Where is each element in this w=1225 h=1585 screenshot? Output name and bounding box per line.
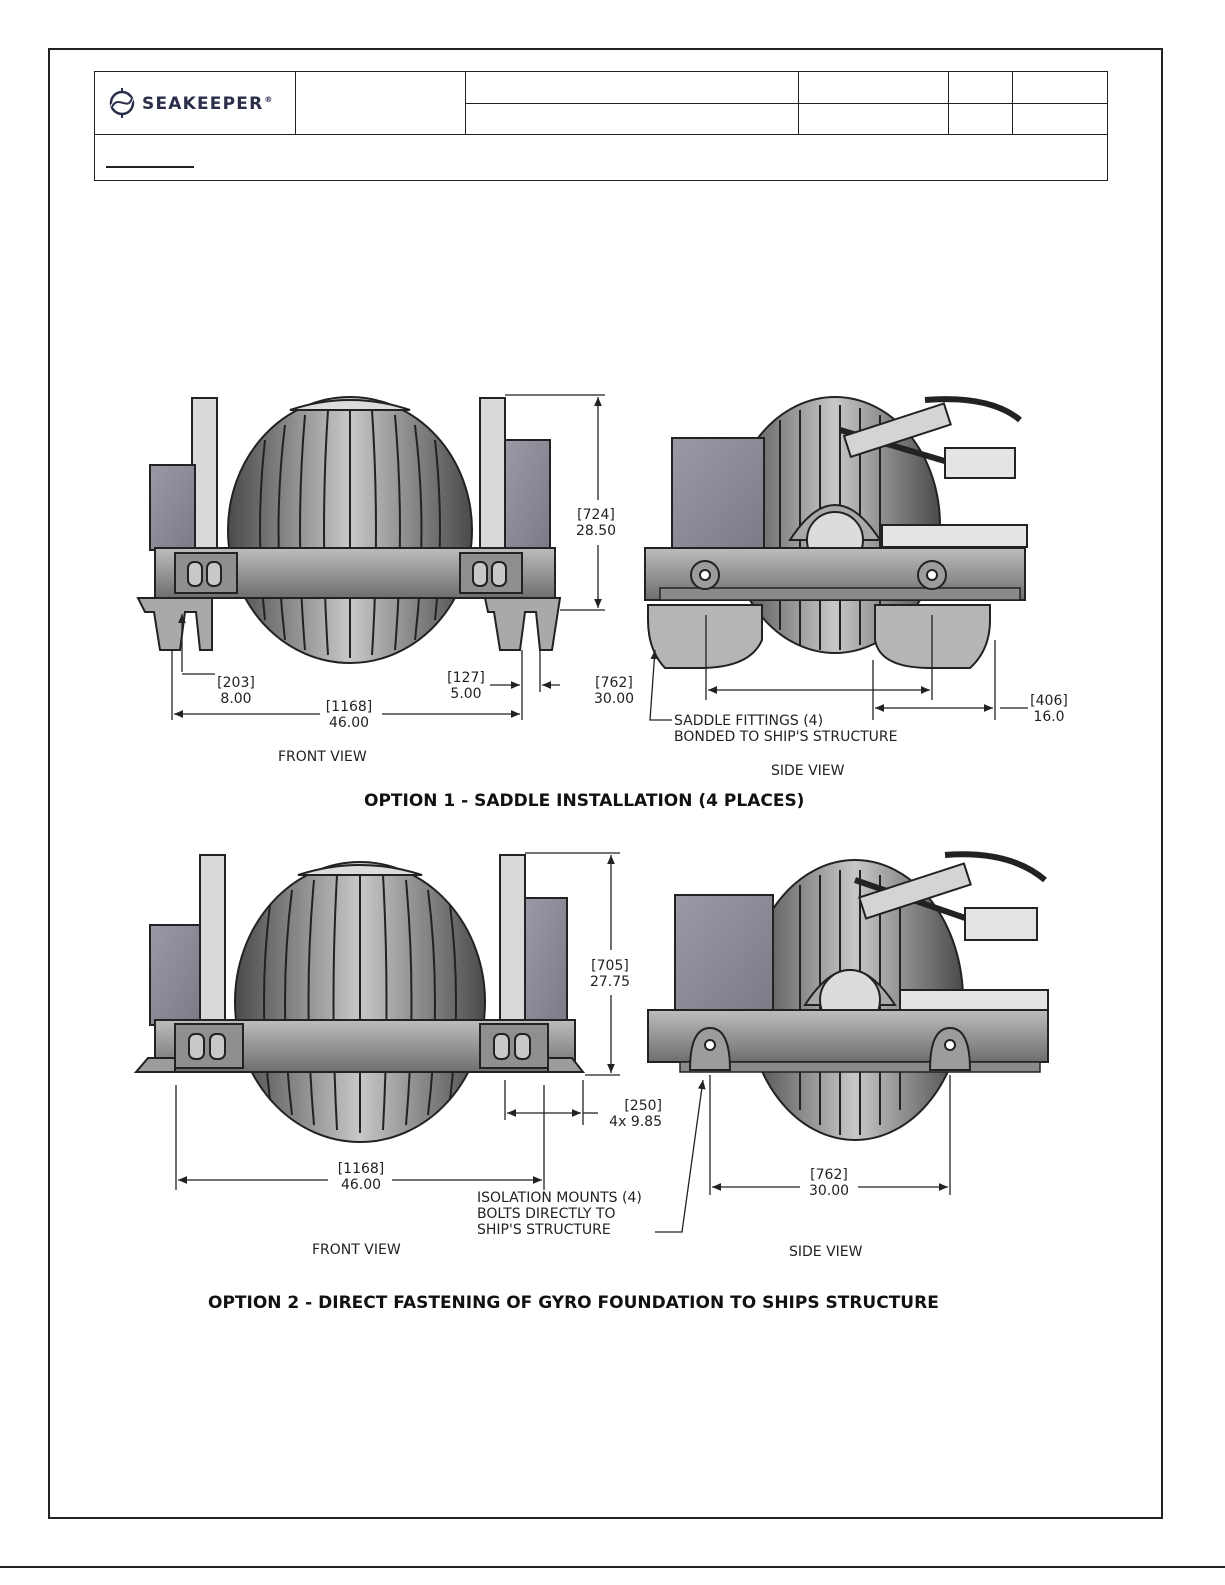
option2-note: ISOLATION MOUNTS (4) BOLTS DIRECTLY TO S… [477,1190,642,1238]
seakeeper-logo-icon [109,88,135,118]
option1-front-view-drawing [136,396,562,664]
option1-width-dimension: [1168] 46.00 [318,699,380,731]
option1-dimension-lines [171,394,1028,721]
option1-saddle-span-in: 30.00 [593,691,635,707]
option2-span-dimension: [762] 30.00 [800,1167,858,1199]
option1-foot-in: 8.00 [220,691,252,707]
option1-side-view-label: SIDE VIEW [771,763,845,779]
option2-note-line1: ISOLATION MOUNTS (4) [477,1190,642,1206]
option1-flange-dimension: [127] 5.00 [440,670,492,702]
option1-note: SADDLE FITTINGS (4) BONDED TO SHIP'S STR… [674,713,897,745]
option1-flange-mm: [127] [447,670,485,686]
option1-foot-dimension: [203] 8.00 [210,675,262,707]
option1-heading: OPTION 1 - SADDLE INSTALLATION (4 PLACES… [364,791,805,811]
option1-height-dimension: [724] 28.50 [568,507,624,539]
option2-heading: OPTION 2 - DIRECT FASTENING OF GYRO FOUN… [208,1293,939,1313]
option2-note-line3: SHIP'S STRUCTURE [477,1222,611,1238]
option1-height-mm: [724] [577,507,615,523]
option1-side-view-drawing [644,396,1028,669]
option2-height-dimension: [705] 27.75 [582,958,638,990]
title-block-cell-4b [798,103,949,135]
title-block-underline [106,166,194,168]
option1-saddle-span-dimension: [762] 30.00 [586,675,642,707]
option2-front-view-drawing [133,854,586,1143]
option1-saddle-length-dimension: [406] 16.0 [1023,693,1075,725]
option1-saddle-length-in: 16.0 [1033,709,1065,725]
option2-mount-in: 4x 9.85 [609,1114,662,1130]
option2-width-in: 46.00 [340,1177,382,1193]
option1-saddle-span-mm: [762] [595,675,633,691]
option2-side-view-label: SIDE VIEW [789,1244,863,1260]
option2-span-mm: [762] [810,1167,848,1183]
option1-foot-mm: [203] [217,675,255,691]
option2-span-in: 30.00 [808,1183,850,1199]
option1-height-in: 28.50 [575,523,617,539]
title-block-cell-5a [948,71,1013,104]
option1-width-mm: [1168] [325,699,373,715]
option2-mount-dimension: [250] 4x 9.85 [598,1098,662,1130]
option1-flange-in: 5.00 [450,686,482,702]
logo-text: SEAKEEPER® [142,94,274,114]
option2-dimension-lines [175,852,951,1233]
option2-mount-mm: [250] [624,1098,662,1114]
option2-width-mm: [1168] [337,1161,385,1177]
page-frame [48,48,1163,1519]
option2-height-in: 27.75 [589,974,631,990]
option1-width-in: 46.00 [328,715,370,731]
option1-note-line1: SADDLE FITTINGS (4) [674,713,824,729]
option1-front-view-label: FRONT VIEW [278,749,367,765]
title-block-cell-6a [1012,71,1108,104]
title-block-cell-3b [465,103,799,135]
option2-front-view-label: FRONT VIEW [312,1242,401,1258]
option2-height-mm: [705] [591,958,629,974]
title-block-lower-row [94,134,1108,181]
option2-side-view-drawing [647,851,1049,1141]
option1-saddle-length-mm: [406] [1030,693,1068,709]
bottom-rule [0,1566,1225,1568]
option2-note-line2: BOLTS DIRECTLY TO [477,1206,616,1222]
option2-width-dimension: [1168] 46.00 [330,1161,392,1193]
option1-note-line2: BONDED TO SHIP'S STRUCTURE [674,729,898,745]
